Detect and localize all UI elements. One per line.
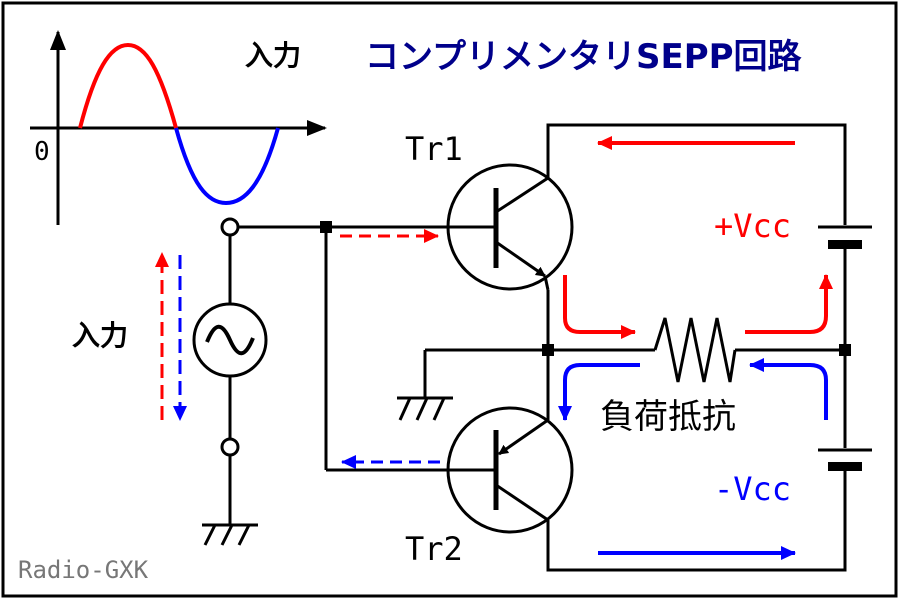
waveform-positive-half [78,42,178,129]
circuit-wires [228,123,847,572]
load-resistor-label: 負荷抵抗 [600,397,736,437]
zero-label: 0 [34,137,50,167]
tr1-label: Tr1 [405,130,463,168]
battery-negative-icon [818,448,872,471]
junction-mid-right [839,344,851,356]
junction-input [320,221,332,233]
transistor-tr1-npn-icon [446,163,574,291]
page-title: コンプリメンタリSEPP回路 [365,37,803,77]
waveform-negative-half [174,127,280,206]
red-arrow-emitter-to-load [563,275,636,339]
tr2-label: Tr2 [405,530,463,568]
blue-arrow-battery-to-load [749,358,828,420]
junction-mid-left [542,344,554,356]
junction-dots [320,221,851,356]
input-terminal-bottom [220,437,240,457]
ground-icon-source [202,523,258,546]
ground-icon-mid [397,396,453,421]
credit-label: Radio-GXK [18,556,149,584]
vcc-positive-label: +Vcc [714,207,791,245]
negative-current-arrows [173,255,828,560]
positive-current-arrows [155,136,833,420]
vcc-negative-label: -Vcc [714,470,791,508]
blue-arrow-load-to-emitter [558,363,640,421]
ac-source-icon [192,302,268,378]
red-arrow-load-to-battery [745,274,833,334]
input-terminal-top [220,217,240,237]
load-resistor-icon [653,317,737,383]
input-label-top: 入力 [245,39,301,72]
input-waveform-graph: 0 [30,30,327,225]
battery-positive-icon [818,225,872,249]
input-label-side: 入力 [72,319,128,352]
transistor-tr2-pnp-icon [446,406,574,534]
